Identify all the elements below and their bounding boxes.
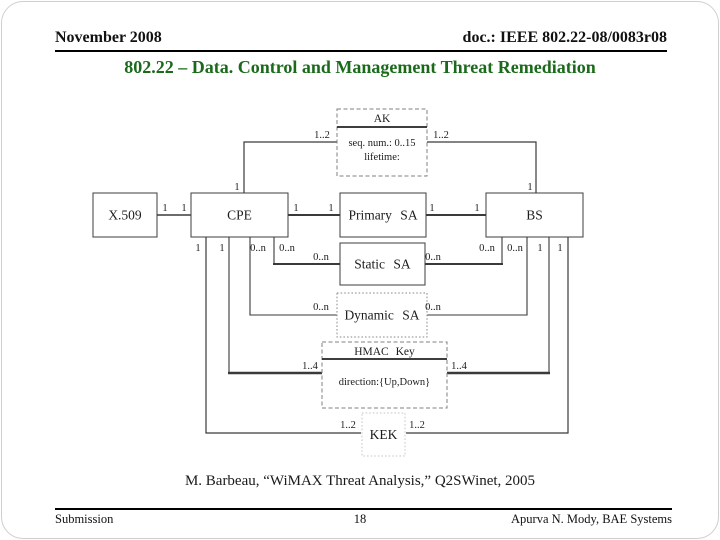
node-kek [361, 412, 406, 457]
node-hmac-key-label: HMAC Key [354, 346, 415, 358]
multiplicity-label: 1 [474, 203, 479, 214]
multiplicity-label: 1..4 [451, 361, 468, 372]
multiplicity-label: 1 [234, 182, 239, 193]
multiplicity-label: 0..n [425, 252, 442, 263]
multiplicity-label: 1 [162, 203, 167, 214]
multiplicity-label: 1 [557, 243, 562, 254]
multiplicity-label: 0..n [507, 243, 524, 254]
edge-dynamic-bs [427, 237, 528, 316]
node-hmac-key [321, 341, 448, 409]
node-ak-attr: lifetime: [364, 152, 400, 163]
node-ak-label: AK [374, 113, 391, 125]
edge-cpe-kek [205, 237, 361, 434]
footer-submission: Submission [55, 512, 114, 526]
multiplicity-label: 1 [527, 182, 532, 193]
citation-text: M. Barbeau, “WiMAX Threat Analysis,” Q2S… [184, 473, 536, 489]
multiplicity-label: 1 [429, 203, 434, 214]
header-rule [55, 50, 667, 52]
node-kek-label: KEK [370, 427, 398, 442]
footer-rule [55, 508, 672, 510]
node-bs [485, 192, 584, 238]
footer-page-number: 18 [353, 512, 367, 526]
multiplicity-label: 1..4 [302, 361, 319, 372]
edge-ak-bs [427, 141, 537, 193]
multiplicity-label: 1 [195, 243, 200, 254]
multiplicity-label: 1..2 [433, 130, 449, 141]
edge-cpe-ak [243, 141, 337, 193]
multiplicity-label: 1..2 [340, 420, 356, 431]
multiplicity-label: 0..n [479, 243, 496, 254]
multiplicity-label: 1 [181, 203, 186, 214]
multiplicity-label: 1 [537, 243, 542, 254]
multiplicity-label: 0..n [279, 243, 296, 254]
node-primary-sa [339, 192, 427, 238]
edge-kek-bs [406, 237, 569, 434]
edge-cpe-dynamic [249, 237, 337, 316]
node-ak-attr: seq. num.: 0..15 [348, 138, 415, 149]
multiplicity-label: 0..n [313, 302, 330, 313]
node-primary-sa-label: Primary SA [348, 208, 417, 223]
node-static-sa-label: Static SA [354, 257, 411, 272]
node-hmac-key-attr: direction:{Up,Down} [339, 377, 430, 388]
multiplicity-label: 1..2 [314, 130, 330, 141]
slide-title: 802.22 – Data. Control and Management Th… [124, 57, 596, 77]
node-static-sa [339, 242, 426, 286]
header-doc-number: doc.: IEEE 802.22-08/0083r08 [462, 29, 667, 46]
node-x509-label: X.509 [108, 208, 142, 223]
multiplicity-label: 0..n [250, 243, 267, 254]
multiplicity-label: 1 [328, 203, 333, 214]
multiplicity-label: 1..2 [409, 420, 425, 431]
node-ak [336, 108, 428, 177]
node-x509 [92, 192, 158, 238]
node-dynamic-sa-label: Dynamic SA [344, 308, 419, 323]
node-bs-label: BS [526, 208, 543, 223]
node-cpe [190, 192, 289, 238]
multiplicity-label: 0..n [313, 252, 330, 263]
node-cpe-label: CPE [227, 208, 252, 223]
footer-author: Apurva N. Mody, BAE Systems [511, 512, 672, 526]
node-dynamic-sa [336, 292, 428, 338]
multiplicity-label: 1 [293, 203, 298, 214]
multiplicity-label: 1 [219, 243, 224, 254]
multiplicity-label: 0..n [425, 302, 442, 313]
header-date: November 2008 [55, 29, 162, 46]
